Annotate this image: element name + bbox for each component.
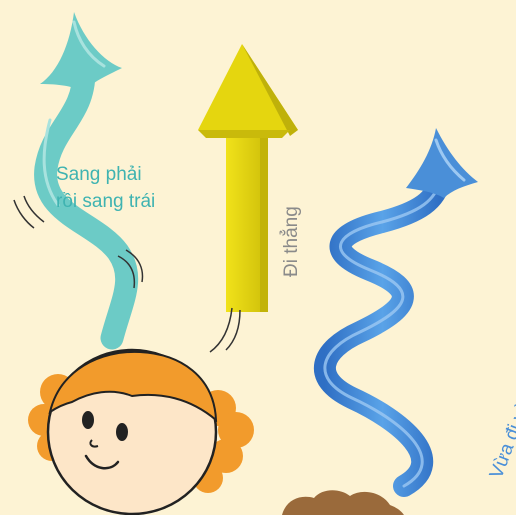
- left-turn-label: Sang phải rồi sang trái: [56, 161, 155, 215]
- left-turn-label-line-1: Sang phải: [56, 161, 155, 188]
- hair-tuft-icon: [282, 490, 404, 515]
- straight-up-arrow-icon: [198, 44, 298, 352]
- left-turn-label-line-2: rồi sang trái: [56, 188, 155, 215]
- girl-face-icon: [28, 350, 254, 514]
- zigzag-arrow-icon: [325, 128, 478, 486]
- straight-label: Đi thẳng: [281, 206, 303, 277]
